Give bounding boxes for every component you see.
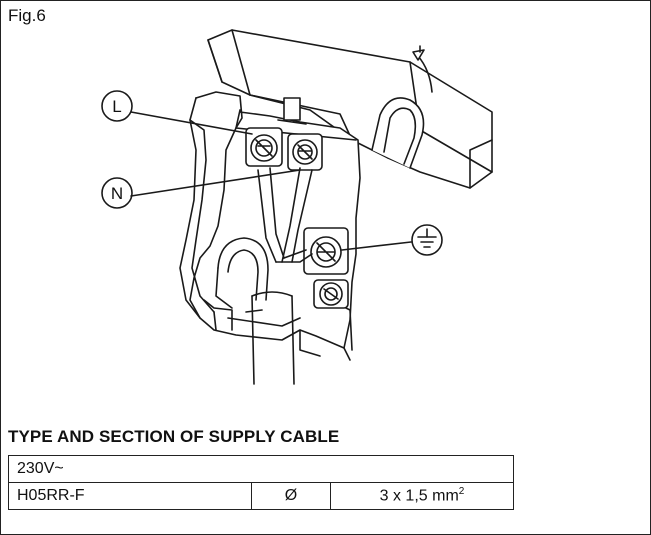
cable-section-title: TYPE AND SECTION OF SUPPLY CABLE [8,427,340,446]
cable-spec-table: 230V~ H05RR-F Ø 3 x 1,5 mm2 [8,455,514,510]
diameter-symbol-cell: Ø [251,482,331,510]
terminal-block-drawing: L N [101,29,493,385]
table-row: H05RR-F Ø 3 x 1,5 mm2 [8,482,514,510]
terminal-cover [207,29,493,189]
neutral-callout [101,169,301,209]
live-callout-label: L [112,97,121,116]
cable-clamp-screw [313,279,349,309]
supply-wires [257,167,313,263]
supply-cable [215,237,295,385]
section-value: 3 x 1,5 mm [379,487,459,505]
neutral-terminal-screw [287,133,323,171]
arrow-up-icon [412,45,433,93]
neutral-callout-label: N [111,184,123,203]
earth-terminal-screw [303,227,349,275]
figure-label: Fig.6 [8,6,46,25]
live-terminal-screw [245,127,283,167]
voltage-cell: 230V~ [8,455,514,483]
section-value-cell: 3 x 1,5 mm2 [330,482,514,510]
cable-type-cell: H05RR-F [8,482,252,510]
table-row: 230V~ [8,455,514,483]
earth-ground-icon [341,224,443,256]
live-callout [101,90,253,135]
section-exponent: 2 [458,486,465,498]
